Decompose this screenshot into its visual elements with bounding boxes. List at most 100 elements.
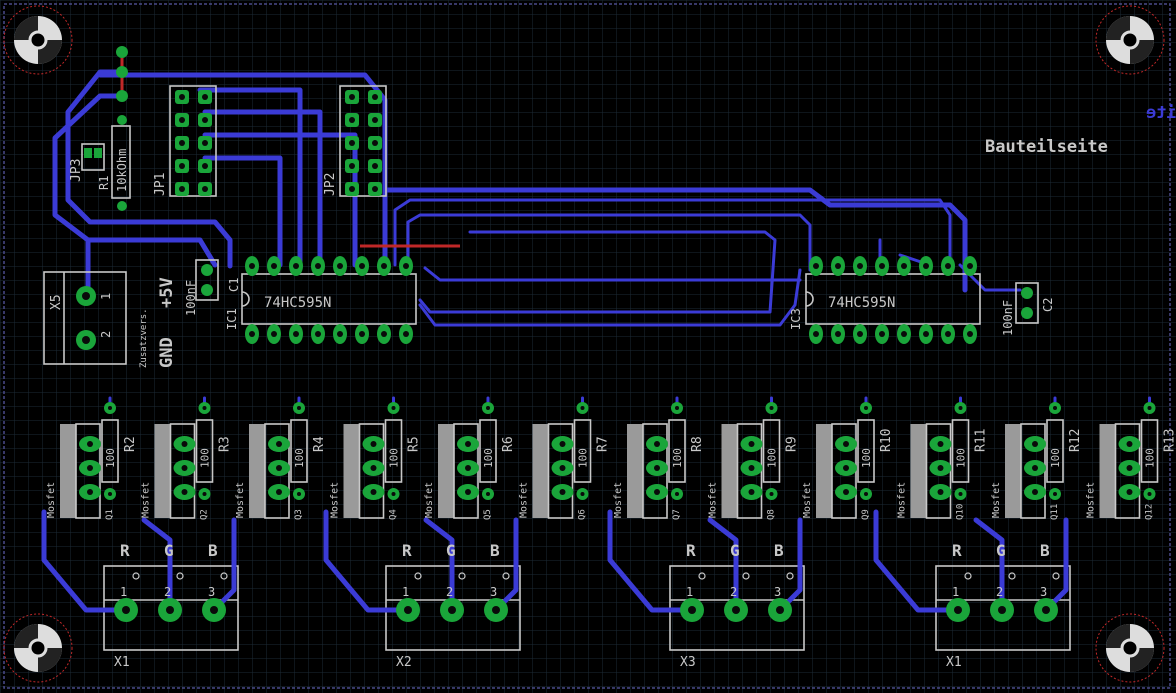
jp3-ref: JP3 [69,159,84,182]
mosfet-label: Mosfet [235,482,246,518]
channel-label: B [490,541,500,560]
resistor-ref: R12 [1068,429,1083,452]
channel-label: G [996,541,1006,560]
mosfet-label: Mosfet [613,482,624,518]
resistor-ref: R2 [123,436,138,452]
mounting-hole [3,613,73,683]
mounting-hole [1095,613,1165,683]
channel-label: R [120,541,130,560]
connector-ref: X2 [396,655,412,670]
mosfet-label: Mosfet [519,482,530,518]
connector-pin: 1 [402,585,409,599]
resistor-ref: R13 [1163,429,1176,452]
bottom-copper-traces [52,69,1022,327]
resistor-ref: R9 [785,436,800,452]
resistor-value: 100 [199,448,212,468]
board-outline [3,3,1171,689]
resistor-ref: R11 [974,429,989,452]
connector-pin: 2 [446,585,453,599]
resistor-value: 100 [860,448,873,468]
connector-pin: 1 [120,585,127,599]
ic-value: 74HC595N [828,295,895,311]
connector-ref: X1 [946,655,962,670]
connector-pin: 1 [686,585,693,599]
resistor-r6: 100 R6 [479,396,516,500]
resistor-r4: 100 R4 [290,396,327,500]
capacitor-c2: C2 100nF [1001,282,1055,336]
mosfet-ref: Q7 [672,509,682,520]
connector-pin: 3 [208,585,215,599]
x5-ref: X5 [49,294,64,310]
channel-label: G [164,541,174,560]
jumper-jp3: JP3 [69,143,105,182]
resistor-value: 100 [1144,448,1157,468]
resistor-ref: R6 [501,436,516,452]
resistor-ref: R5 [407,436,422,452]
resistor-value: 100 [955,448,968,468]
mosfet-label: Mosfet [1086,482,1097,518]
channel-label: G [446,541,456,560]
resistor-value: 100 [293,448,306,468]
mosfet-label: Mosfet [708,482,719,518]
gnd-label: GND [157,337,177,368]
jumper-jp2: JP2 [323,85,387,197]
connector-ref: X3 [680,655,696,670]
mosfet-ref: Q1 [105,509,115,520]
resistor-value: 100 [104,448,117,468]
resistor-value: 100 [577,448,590,468]
capacitor-c1: C1 100nF [184,259,241,316]
mounting-holes [3,5,1165,683]
layer-label-bottom: Lötseite [1146,103,1176,123]
r1-value: 10kOhm [115,149,129,192]
mosfet-label: Mosfet [424,482,435,518]
channel-label: R [686,541,696,560]
resistor-r10: 100 R10 [857,396,894,500]
resistor-ref: R3 [218,436,233,452]
mosfet-ref: Q6 [578,509,588,520]
resistor-ref: R4 [312,436,327,452]
jumper-jp1: JP1 [153,85,217,197]
mosfet-ref: Q5 [483,509,493,520]
channel-label: B [774,541,784,560]
vcc-label: +5V [157,277,177,308]
connector-pin: 3 [490,585,497,599]
power-connector-x5: X5 1 2 Zusatzvers. GND +5V [43,271,177,368]
ic-ref: IC1 [225,308,239,330]
jp2-ref: JP2 [323,173,338,196]
resistor-r2: 100 R2 [101,396,138,500]
resistor-value: 100 [482,448,495,468]
mosfet-ref: Q8 [767,509,777,520]
mosfet-ref: Q12 [1145,504,1155,520]
channel-label: G [730,541,740,560]
mosfet-label: Mosfet [802,482,813,518]
mosfet-label: Mosfet [141,482,152,518]
mounting-hole [1095,5,1165,75]
jp1-ref: JP1 [153,173,168,196]
mosfet-ref: Q2 [200,509,210,520]
resistor-value: 100 [671,448,684,468]
x5-pin2: 2 [99,331,113,338]
connector-pin: 2 [996,585,1003,599]
resistor-ref: R10 [879,429,894,452]
